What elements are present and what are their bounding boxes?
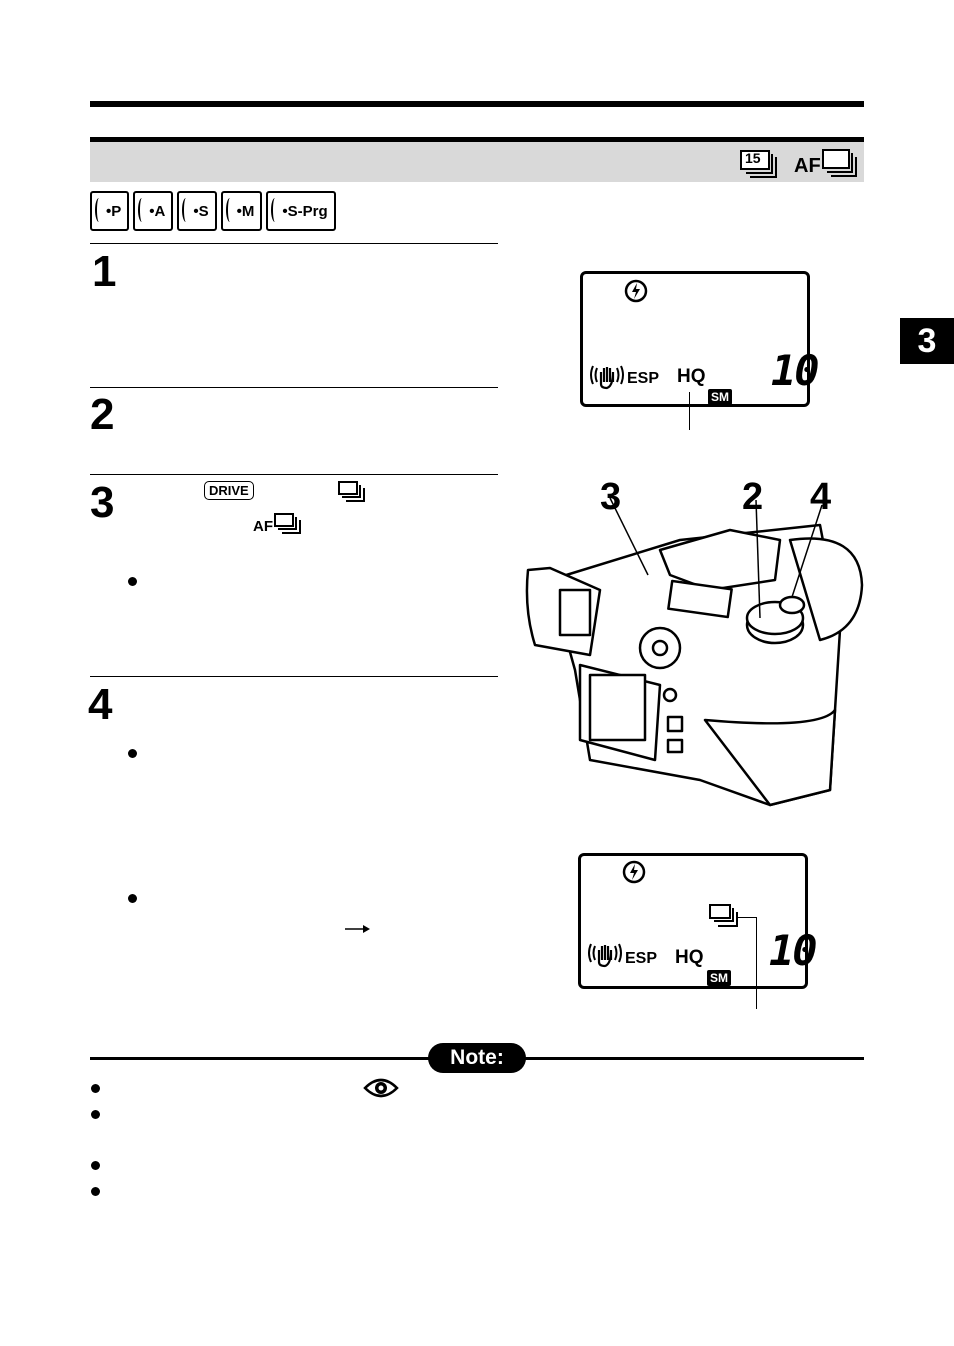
mode-sprg-tab: •S-Prg xyxy=(266,191,336,231)
mode-label: •S-Prg xyxy=(282,202,328,220)
flash-off-icon xyxy=(623,278,649,309)
mode-a-tab: •A xyxy=(133,191,174,231)
callout-number: 3 xyxy=(600,476,622,518)
mode-label: •A xyxy=(149,202,166,220)
bullet xyxy=(128,894,137,903)
bullet xyxy=(91,1084,100,1093)
header-rule xyxy=(90,101,864,107)
flash-off-icon xyxy=(621,859,647,890)
callout-number: 2 xyxy=(742,476,764,518)
mode-label: •S xyxy=(193,202,209,220)
leader-line xyxy=(689,392,690,430)
step-divider xyxy=(90,243,498,244)
frame-count: 10 xyxy=(769,926,818,975)
quality-label: HQ xyxy=(677,366,706,387)
af-label: AF xyxy=(794,155,821,177)
card-badge: SM xyxy=(708,389,732,405)
mode-s-tab: •S xyxy=(177,191,217,231)
eye-icon xyxy=(362,1075,400,1106)
mode-label: •M xyxy=(236,202,255,220)
esp-label: ESP xyxy=(627,370,660,387)
image-stabilizer-icon xyxy=(585,938,625,975)
step-number: 4 xyxy=(88,680,113,729)
card-badge: SM xyxy=(707,970,731,986)
chapter-tab: 3 xyxy=(900,318,954,364)
step-divider xyxy=(90,387,498,388)
image-stabilizer-icon xyxy=(587,360,627,397)
mode-m-tab: •M xyxy=(220,191,263,231)
drive-button-icon: DRIVE xyxy=(204,481,254,500)
bullet xyxy=(91,1161,100,1170)
step-divider xyxy=(90,676,498,677)
bullet xyxy=(91,1110,100,1119)
leader-line xyxy=(756,917,757,1009)
bullet xyxy=(128,577,137,586)
section-title-band xyxy=(90,137,864,182)
mode-label: •P xyxy=(106,202,122,220)
sequential-shooting-icon xyxy=(338,481,366,508)
camera-illustration: 3 2 4 xyxy=(520,470,870,815)
drive-button-label: DRIVE xyxy=(204,481,254,500)
esp-label: ESP xyxy=(625,950,658,967)
lcd-panel-bottom: ESP HQ SM 10 xyxy=(578,853,818,989)
arrow-right-icon xyxy=(344,922,372,940)
lcd-panel-top: ESP HQ SM 10 xyxy=(580,271,820,407)
bullet xyxy=(91,1187,100,1196)
af-sequential-icon: AF xyxy=(253,513,303,535)
frame-count: 10 xyxy=(771,346,820,395)
step-number: 2 xyxy=(90,390,115,439)
step-number: 3 xyxy=(90,478,115,527)
callout-number: 4 xyxy=(810,476,832,518)
mode-p-tab: •P xyxy=(90,191,130,231)
af-sequential-icon: AF xyxy=(794,148,861,178)
step-divider xyxy=(90,474,498,475)
burst-15-icon: 15 xyxy=(740,150,780,178)
bullet xyxy=(128,749,137,758)
leader-line xyxy=(738,917,756,918)
mode-tabs: •P •A •S •M •S-Prg xyxy=(90,191,336,231)
burst-count: 15 xyxy=(745,150,761,166)
note-label: Note: xyxy=(428,1043,526,1073)
quality-label: HQ xyxy=(675,947,704,968)
step-number: 1 xyxy=(92,247,117,296)
af-label: AF xyxy=(253,518,273,535)
sequential-shooting-icon xyxy=(709,904,741,933)
